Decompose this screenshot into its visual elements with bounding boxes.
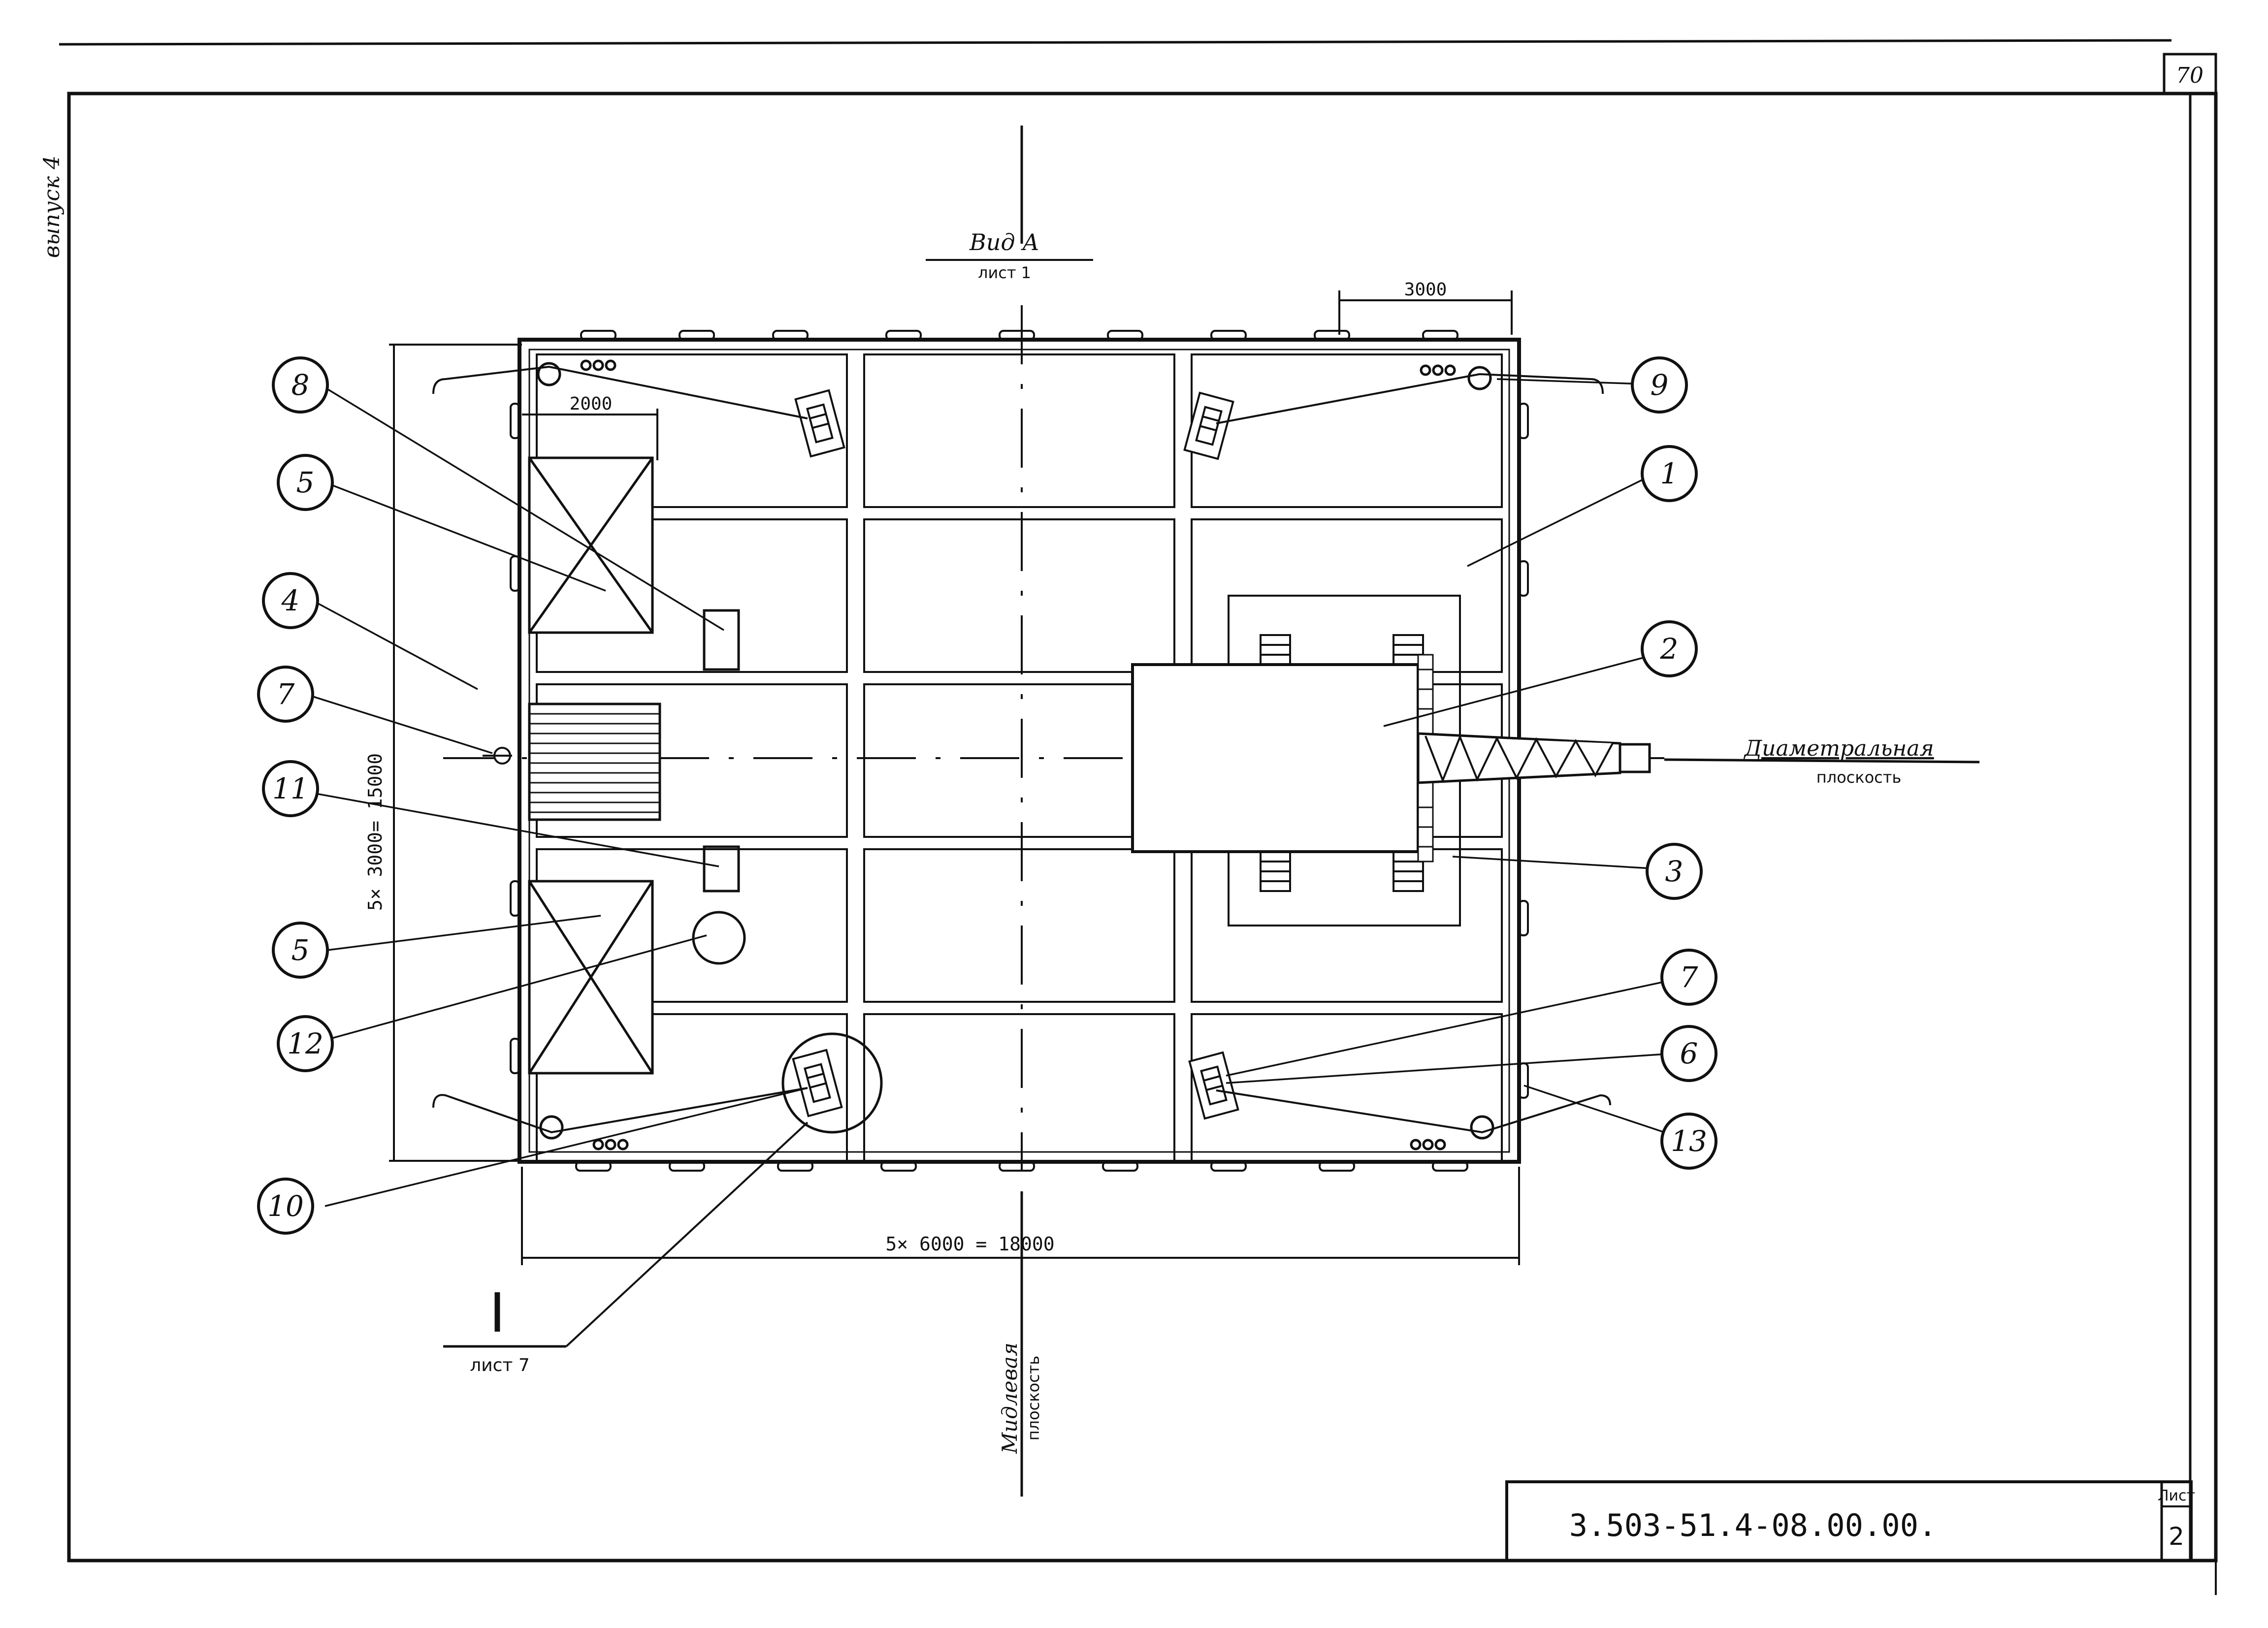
sheet-corner-number: 70	[2176, 63, 2203, 88]
cabinet-upper	[703, 609, 740, 671]
crane-platform	[1131, 663, 1420, 853]
section-mark: I	[489, 1281, 505, 1344]
callout-number: 13	[1671, 1124, 1707, 1158]
crane-boom	[1417, 732, 1664, 784]
callout-number: 5	[292, 933, 310, 967]
callout-number: 8	[292, 368, 310, 402]
hatch-top	[528, 456, 654, 634]
mooring-capstans	[537, 359, 1494, 1150]
callout-number: 10	[267, 1189, 304, 1223]
diametral-plane-title: Диаметральная	[1743, 736, 1934, 761]
dim-inner-left: 2000	[570, 394, 613, 414]
dim-left-total: 5× 3000= 15000	[364, 753, 386, 911]
callout-7: 7	[257, 666, 314, 723]
mooring-winches	[792, 389, 1239, 1120]
callout-number: 9	[1651, 368, 1669, 402]
dim-top-right: 3000	[1404, 280, 1447, 300]
view-sheet-ref: лист 1	[978, 263, 1031, 282]
callout-number: 4	[281, 584, 300, 617]
dim-bottom-total: 5× 6000 = 18000	[885, 1233, 1054, 1255]
callout-number: 5	[296, 466, 315, 499]
callout-9: 3	[1646, 843, 1703, 900]
callout-4: 1	[1641, 445, 1698, 502]
sheet-number: 2	[2169, 1522, 2184, 1551]
callout-13: 6	[1660, 1025, 1717, 1082]
title-block	[1505, 1480, 2193, 1562]
sheet-label: Лист	[2158, 1487, 2195, 1504]
callout-6: 2	[1641, 620, 1698, 677]
cabinet-lower	[703, 845, 740, 893]
callout-12: 7	[1660, 949, 1717, 1006]
callout-15: 13	[1660, 1113, 1717, 1170]
leader-lines	[305, 378, 1680, 1207]
bow-bollard	[483, 747, 512, 765]
callout-10: 5	[272, 922, 329, 979]
winch-hatched	[528, 702, 661, 821]
drawing-code: 3.503-51.4-08.00.00.	[1569, 1507, 1937, 1543]
midship-plane-title: Мидлевая	[998, 1342, 1022, 1454]
callout-number: 7	[277, 677, 295, 711]
callout-number: 11	[272, 772, 309, 805]
callout-number: 6	[1680, 1037, 1698, 1070]
sheet-frame	[59, 39, 2218, 1595]
callout-2: 9	[1631, 356, 1688, 414]
callout-number: 3	[1665, 855, 1684, 888]
dimension-lines	[389, 290, 1520, 1265]
hatch-bottom	[528, 880, 654, 1075]
margin-note: выпуск 4	[39, 156, 65, 258]
callout-number: 7	[1680, 960, 1698, 994]
callout-number: 2	[1660, 632, 1679, 666]
callout-number: 12	[287, 1027, 324, 1060]
callout-5: 4	[262, 572, 319, 629]
mooring-ropes	[432, 365, 1611, 1134]
midship-plane-sub: плоскость	[1024, 1356, 1043, 1441]
callout-8: 11	[262, 760, 319, 817]
detail-circle	[781, 1032, 883, 1134]
centre-lines	[443, 126, 1980, 1497]
view-title: Вид А	[969, 229, 1039, 255]
tank	[692, 911, 746, 965]
diametral-plane-sub: плоскость	[1816, 768, 1902, 787]
callout-14: 10	[257, 1178, 314, 1235]
callout-1: 8	[272, 356, 329, 414]
callout-11: 12	[277, 1015, 334, 1072]
section-sheet-ref: лист 7	[470, 1355, 530, 1375]
callout-number: 1	[1660, 457, 1679, 490]
callout-3: 5	[277, 454, 334, 511]
